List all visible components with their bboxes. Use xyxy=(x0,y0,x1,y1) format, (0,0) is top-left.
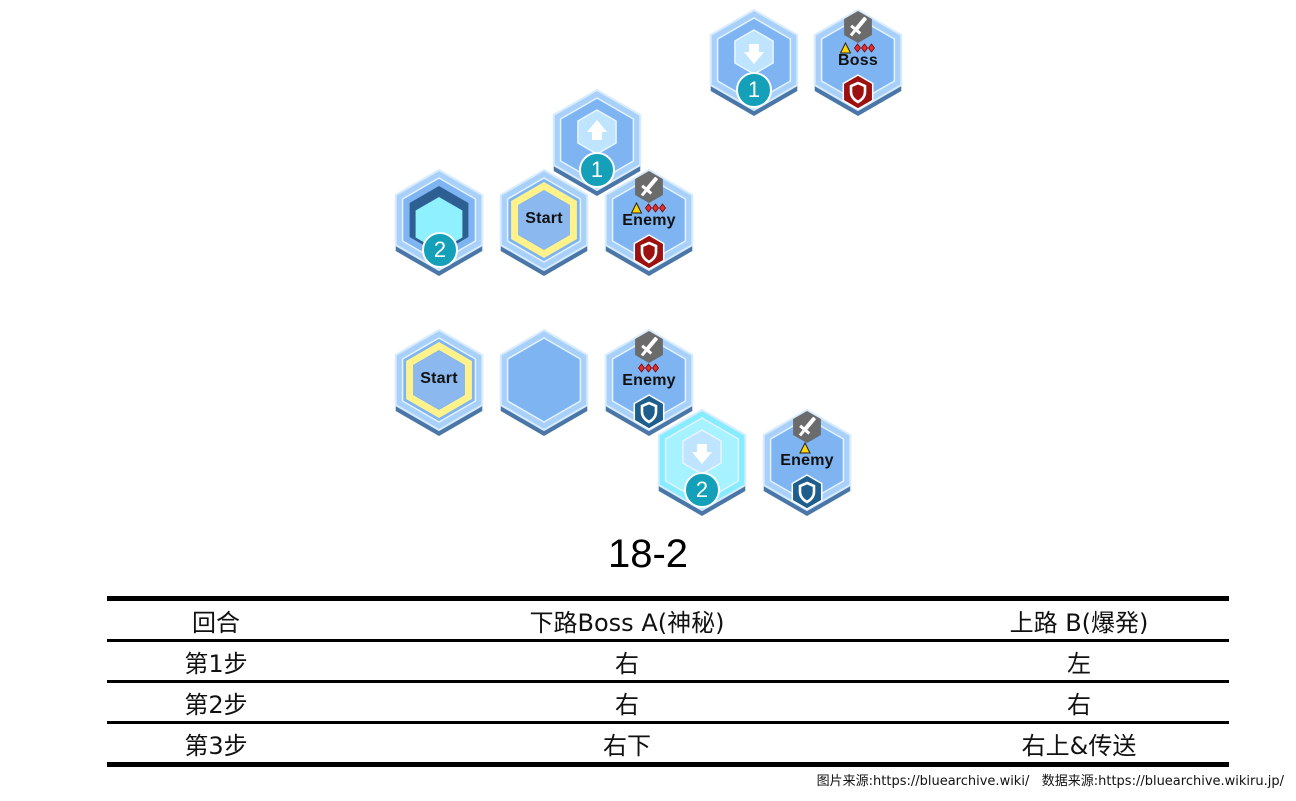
threat-indicators xyxy=(806,42,910,54)
start-ring xyxy=(511,181,577,259)
table-row: 第1步 右 左 xyxy=(107,640,1229,683)
row-step: 第1步 xyxy=(107,640,325,683)
tile-hexagon xyxy=(813,8,903,116)
tile-hexagon xyxy=(604,168,694,276)
header-route-b: 上路 B(爆発) xyxy=(929,596,1229,642)
row-route-b: 左 xyxy=(929,640,1229,683)
source-credit: 图片来源:https://bluearchive.wiki/ 数据来源:http… xyxy=(816,774,1284,789)
row-route-a: 右下 xyxy=(325,722,929,767)
map-tile-enemy[interactable]: Boss xyxy=(806,8,910,118)
start-label: Start xyxy=(420,370,458,387)
step-number-badge: 2 xyxy=(684,472,720,508)
row-route-b: 右 xyxy=(929,681,1229,724)
arrow-down-icon xyxy=(744,44,764,64)
start-ring xyxy=(406,341,472,419)
row-step: 第2步 xyxy=(107,681,325,724)
sword-icon xyxy=(841,10,875,44)
tile-hexagon xyxy=(552,88,642,196)
shield-icon xyxy=(631,394,667,430)
start-label: Start xyxy=(525,210,563,227)
threat-indicators xyxy=(597,362,701,374)
step-number-badge: 1 xyxy=(579,152,615,188)
start-center xyxy=(518,191,570,249)
tile-hexagon xyxy=(604,328,694,436)
sword-icon xyxy=(632,330,666,364)
map-tile-teleport[interactable]: 1 xyxy=(545,88,649,198)
tile-hexagon xyxy=(762,408,852,516)
sword-icon xyxy=(632,170,666,204)
route-table: 回合 下路Boss A(神秘) 上路 B(爆発) 第1步 右 左 第2步 右 右… xyxy=(107,596,1229,767)
table-row: 第2步 右 右 xyxy=(107,681,1229,724)
arrow-down-icon xyxy=(692,444,712,464)
row-step: 第3步 xyxy=(107,722,325,767)
threat-indicators xyxy=(597,202,701,214)
sword-icon xyxy=(790,410,824,444)
map-tile-enemy[interactable]: Enemy xyxy=(755,408,859,518)
map-tile-empty[interactable] xyxy=(492,328,596,438)
map-tile-portal[interactable]: 2 xyxy=(387,168,491,278)
tile-inner xyxy=(506,337,582,423)
boss-label: Boss xyxy=(838,52,878,69)
shield-icon xyxy=(840,74,876,110)
enemy-label: Enemy xyxy=(622,212,676,229)
shield-icon xyxy=(631,234,667,270)
tile-hexagon xyxy=(657,408,747,516)
header-turn: 回合 xyxy=(107,596,325,642)
row-route-a: 右 xyxy=(325,640,929,683)
map-tile-enemy[interactable]: Enemy xyxy=(597,328,701,438)
table-row: 第3步 右下 右上&传送 xyxy=(107,722,1229,767)
start-center xyxy=(413,351,465,409)
shield-icon xyxy=(789,474,825,510)
tile-hexagon xyxy=(499,328,589,436)
row-route-a: 右 xyxy=(325,681,929,724)
map-tile-teleport-active[interactable]: 2 xyxy=(650,408,754,518)
tile-hexagon xyxy=(394,328,484,436)
map-tile-start[interactable]: Start xyxy=(492,168,596,278)
step-number-badge: 1 xyxy=(736,72,772,108)
step-number-badge: 2 xyxy=(422,232,458,268)
arrow-up-icon xyxy=(587,120,607,140)
tile-hexagon xyxy=(499,168,589,276)
stage-title: 18-2 xyxy=(607,532,689,576)
enemy-label: Enemy xyxy=(780,452,834,469)
header-route-a: 下路Boss A(神秘) xyxy=(325,596,929,642)
map-tile-start[interactable]: Start xyxy=(387,328,491,438)
table-header-row: 回合 下路Boss A(神秘) 上路 B(爆発) xyxy=(107,596,1229,642)
tile-hexagon xyxy=(709,8,799,116)
row-route-b: 右上&传送 xyxy=(929,722,1229,767)
map-tile-enemy[interactable]: Enemy xyxy=(597,168,701,278)
enemy-label: Enemy xyxy=(622,372,676,389)
map-tile-teleport[interactable]: 1 xyxy=(702,8,806,118)
threat-indicators xyxy=(755,442,859,454)
